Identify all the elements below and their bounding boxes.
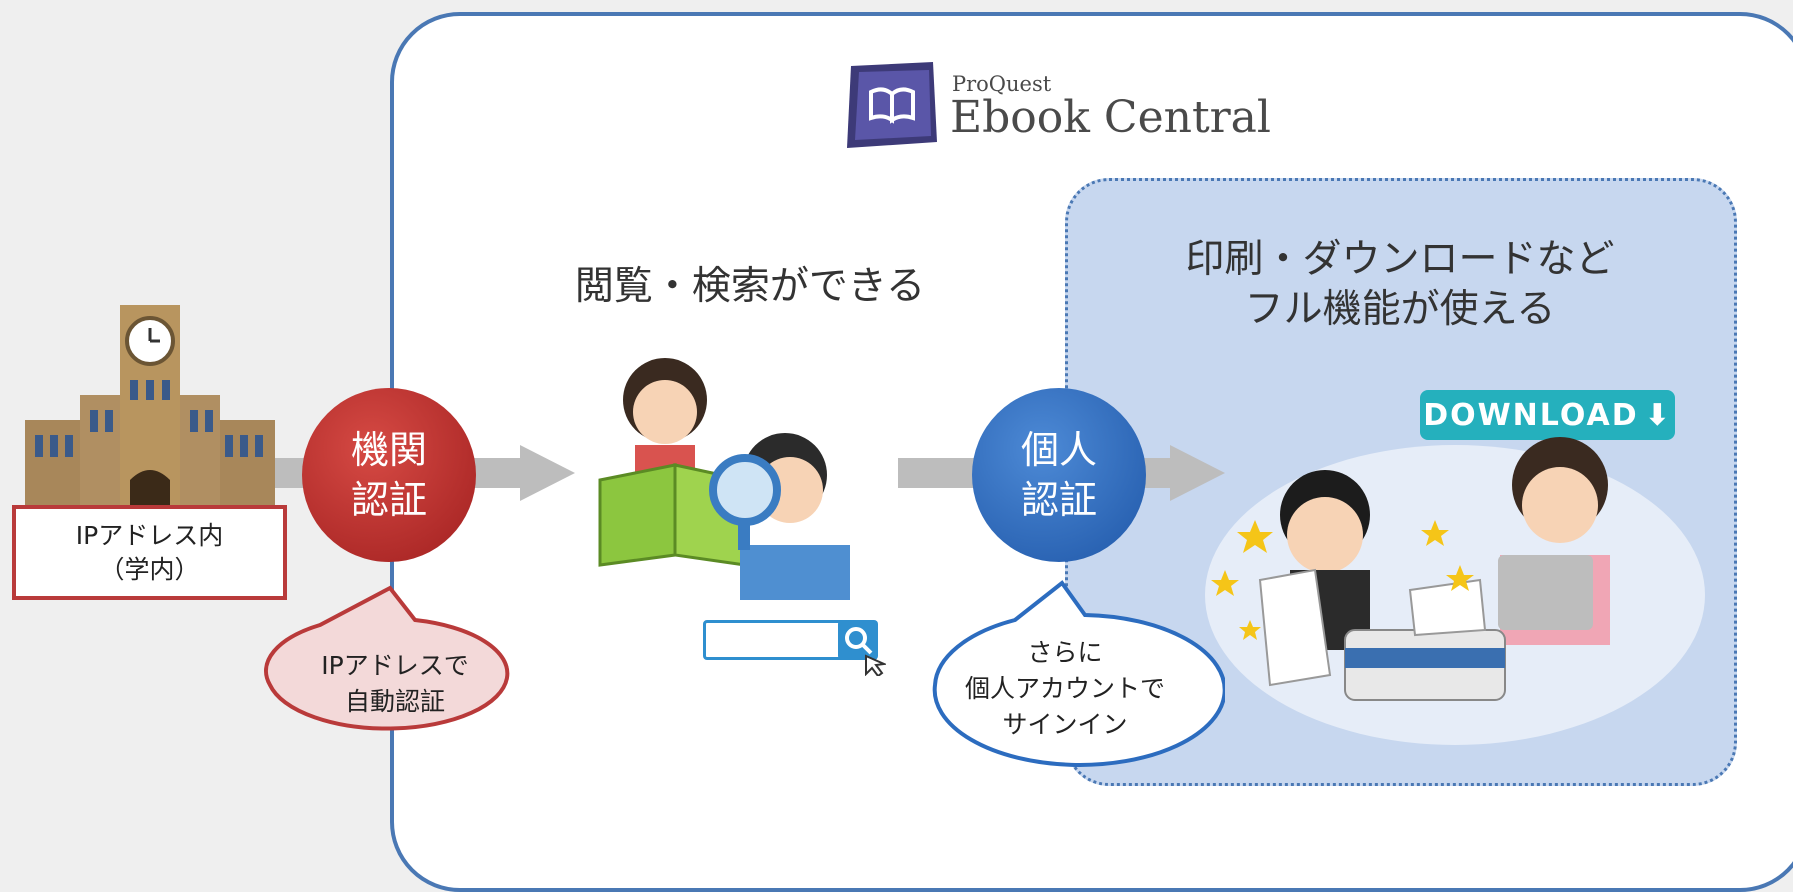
sparkle-icons	[1211, 520, 1474, 640]
download-arrow-icon: ⬇	[1644, 397, 1672, 433]
open-book-icon	[847, 62, 937, 148]
ip-auto-line2: 自動認証	[344, 687, 445, 716]
institutional-auth-badge: 機関 認証	[302, 388, 476, 562]
institutional-auth-line2: 認証	[350, 478, 427, 522]
arrow-shaft-2	[468, 458, 528, 488]
search-icon	[838, 620, 886, 676]
brand-small: ProQuest	[952, 72, 1052, 96]
magnifier-icon	[709, 454, 781, 526]
personal-auth-line1: 個人	[1020, 428, 1097, 472]
ip-address-box: IPアドレス内 （学内）	[12, 505, 287, 600]
ip-auto-line1: IPアドレスで	[321, 651, 469, 680]
institutional-auth-line1: 機関	[350, 428, 427, 472]
ip-box-line1: IPアドレス内	[75, 520, 224, 550]
laptop-icon	[1498, 555, 1593, 630]
arrow-head-2	[1170, 445, 1225, 501]
full-feature-caption: 印刷・ダウンロードなど フル機能が使える	[1170, 235, 1630, 335]
university-building-illustration	[25, 305, 275, 510]
signin-line3: サインイン	[1002, 710, 1128, 739]
personal-auth-badge: 個人 認証	[972, 388, 1146, 562]
signin-bubble-text: さらに 個人アカウントで サインイン	[915, 635, 1215, 743]
browse-caption: 閲覧・検索ができる	[574, 264, 926, 309]
personal-auth-line2: 認証	[1020, 478, 1097, 522]
full-feature-caption-line1: 印刷・ダウンロードなど	[1185, 237, 1615, 282]
download-label: DOWNLOAD	[1423, 397, 1639, 433]
arrow-head-1	[520, 445, 575, 501]
full-feature-caption-line2: フル機能が使える	[1244, 287, 1556, 332]
ip-auto-bubble	[264, 585, 510, 731]
ip-box-line2: （学内）	[99, 554, 200, 584]
brand-large: Ebook Central	[950, 92, 1271, 143]
pointer-icon	[865, 654, 886, 676]
download-badge: DOWNLOAD ⬇	[1420, 390, 1675, 440]
printing-people-illustration	[1205, 437, 1705, 745]
reading-people-illustration	[598, 358, 850, 600]
signin-line2: 個人アカウントで	[964, 674, 1165, 703]
signin-line1: さらに	[1027, 638, 1103, 667]
signin-bubble	[932, 580, 1225, 767]
ebook-central-logo: ProQuest Ebook Central	[845, 62, 1285, 148]
ip-auto-bubble-text: IPアドレスで 自動認証	[285, 648, 505, 720]
